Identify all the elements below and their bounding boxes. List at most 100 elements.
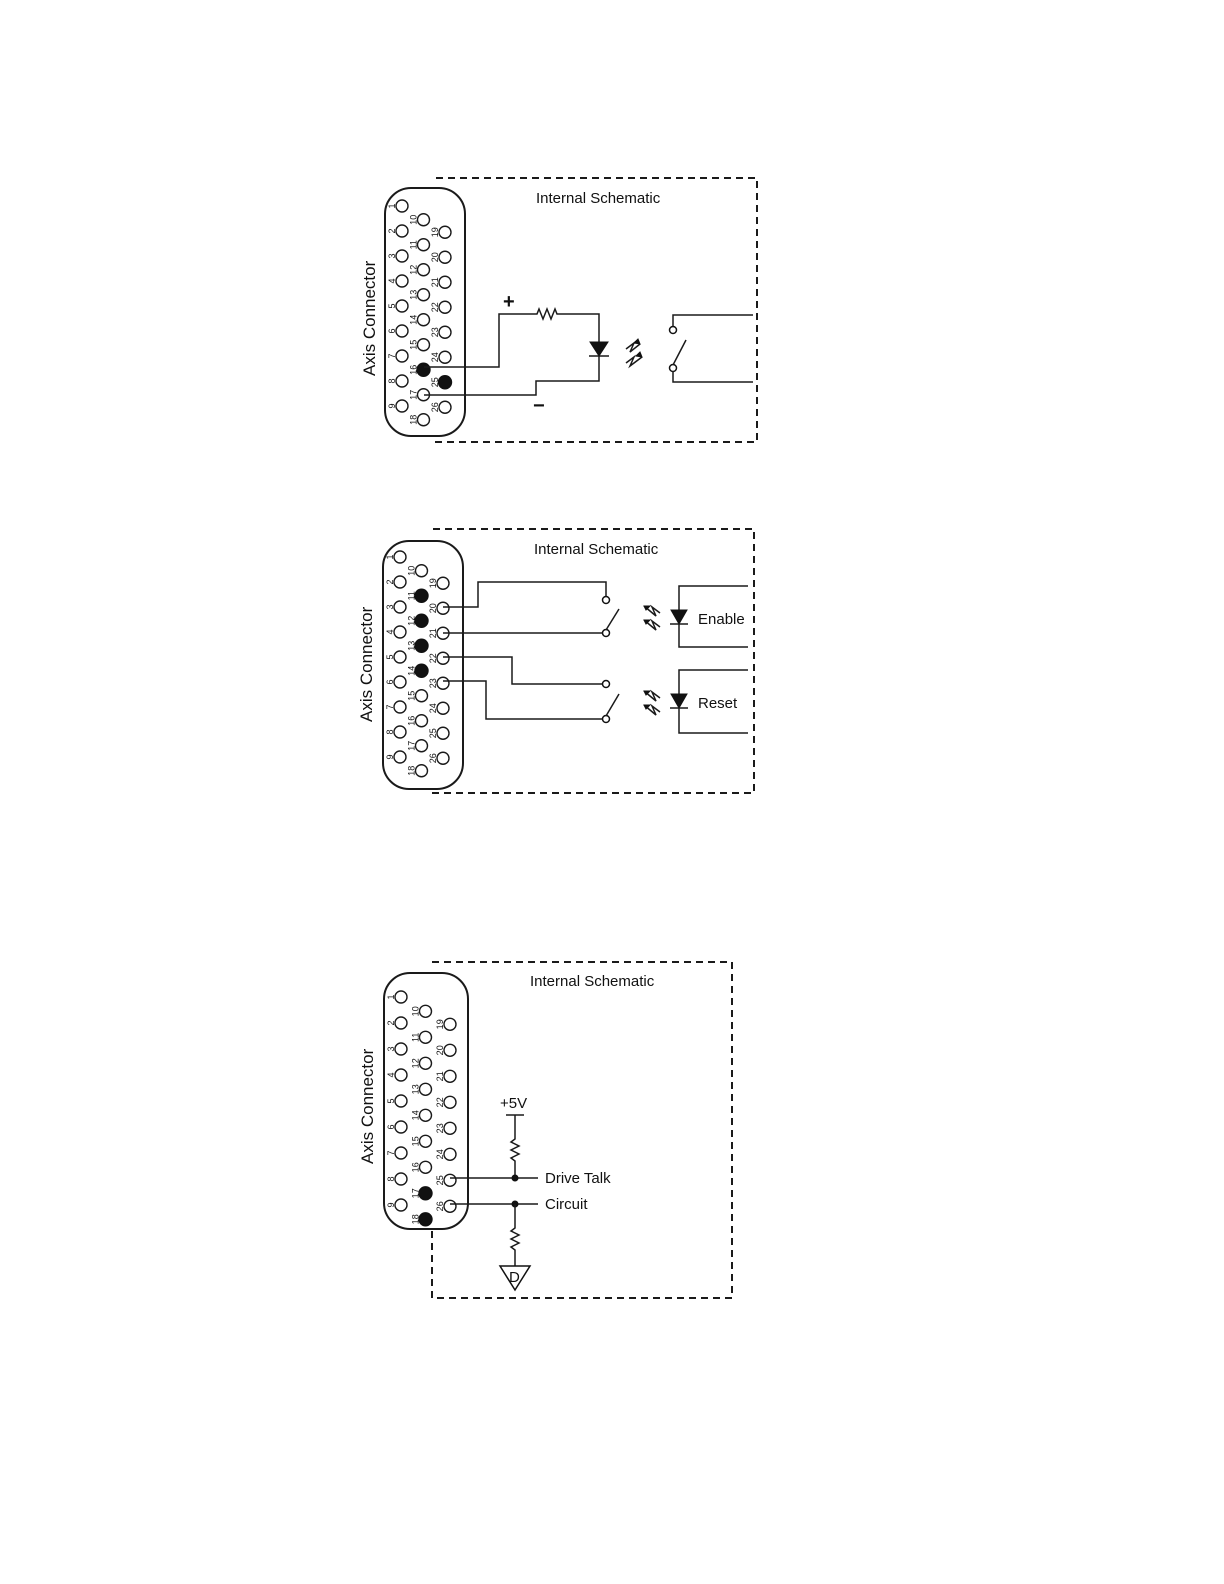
- connector-shell: [383, 972, 469, 1230]
- pin-number-10: 10: [407, 566, 417, 576]
- reset-label: Reset: [698, 695, 738, 712]
- connector-pin-16: [416, 362, 431, 377]
- pin-number-2: 2: [387, 228, 397, 233]
- connector-pin-24: [438, 350, 452, 364]
- pin-number-10: 10: [411, 1006, 421, 1016]
- light-arrows-icon: [643, 604, 661, 631]
- pin-number-12: 12: [407, 616, 417, 626]
- resistor-icon: [509, 1204, 521, 1266]
- connector-pin-20: [436, 601, 450, 615]
- pin-number-16: 16: [407, 716, 417, 726]
- connector-pin-17: [414, 739, 429, 753]
- connector-pin-3: [393, 600, 407, 614]
- diode-icon: [670, 585, 748, 648]
- pin-number-7: 7: [387, 353, 397, 358]
- pin-number-24: 24: [428, 703, 438, 713]
- connector-pin-23: [443, 1121, 457, 1136]
- connector-pin-11: [414, 588, 429, 603]
- pin-number-18: 18: [411, 1214, 421, 1224]
- connector-pin-8: [393, 725, 407, 739]
- light-arrows-icon: [625, 338, 643, 369]
- connector-pin-13: [418, 1082, 433, 1097]
- connector-pin-23: [436, 676, 450, 690]
- connector-pin-15: [418, 1134, 433, 1149]
- internal-boundary-frame: [431, 961, 733, 1299]
- axis-connector: 1234567891011121314151617181920212223242…: [360, 187, 466, 437]
- wire: [443, 581, 607, 608]
- connector-pin-1: [393, 550, 407, 564]
- connector-pin-2: [393, 575, 407, 589]
- pin-number-14: 14: [407, 666, 417, 676]
- pin-number-23: 23: [430, 327, 440, 337]
- pin-number-19: 19: [435, 1019, 445, 1029]
- plus-label: +: [503, 291, 515, 313]
- connector-pin-17: [418, 1186, 433, 1201]
- pin-number-12: 12: [409, 265, 419, 275]
- pin-number-6: 6: [386, 1124, 396, 1129]
- pin-number-3: 3: [386, 1046, 396, 1051]
- pin-number-6: 6: [387, 328, 397, 333]
- pin-number-16: 16: [409, 365, 419, 375]
- connector-pin-6: [394, 1120, 408, 1134]
- pin-number-23: 23: [435, 1123, 445, 1133]
- diagram-title: Internal Schematic: [534, 541, 659, 558]
- diode-icon: [670, 669, 748, 734]
- schematic-diagram-2: Internal Schematic 123456789101112131415…: [357, 528, 755, 794]
- pin-number-7: 7: [386, 1150, 396, 1155]
- connector-pin-18: [416, 413, 431, 427]
- connector-pin-10: [414, 564, 429, 578]
- pin-number-11: 11: [411, 1033, 421, 1042]
- pin-number-22: 22: [430, 302, 440, 312]
- pin-number-4: 4: [387, 278, 397, 283]
- pin-number-9: 9: [387, 403, 397, 408]
- connector-pin-24: [443, 1147, 457, 1162]
- connector-pin-4: [393, 625, 407, 639]
- axis-connector-label: Axis Connector: [358, 1048, 377, 1164]
- pin-number-24: 24: [430, 352, 440, 362]
- light-arrows-icon: [643, 689, 661, 716]
- connector-pin-14: [416, 313, 431, 327]
- connector-pin-12: [414, 613, 429, 628]
- resistor-icon: [509, 1115, 521, 1178]
- pin-number-4: 4: [385, 629, 395, 634]
- resistor-icon: [533, 306, 600, 342]
- connector-pin-7: [395, 349, 409, 363]
- connector-pin-18: [418, 1212, 433, 1227]
- connector-pin-25: [436, 726, 450, 740]
- connector-pin-20: [438, 250, 452, 264]
- connector-pin-22: [438, 300, 452, 314]
- switch-icon: [601, 595, 620, 638]
- pin-number-20: 20: [430, 252, 440, 262]
- connector-pin-10: [416, 213, 431, 227]
- connector-pin-25: [443, 1173, 457, 1188]
- connector-pin-26: [443, 1199, 457, 1214]
- schematic-diagram-3: Internal Schematic 123456789101112131415…: [358, 961, 733, 1299]
- pin-number-8: 8: [385, 729, 395, 734]
- drive-talk-circuit: +5V Drive Talk Circuit D: [450, 1095, 611, 1292]
- schematic-diagram-1: Internal Schematic 123456789101112131415…: [360, 177, 758, 443]
- connector-pin-9: [394, 1198, 408, 1212]
- axis-connector-label: Axis Connector: [357, 606, 376, 722]
- wire-plus: [424, 313, 533, 368]
- pin-number-16: 16: [411, 1162, 421, 1172]
- pin-number-2: 2: [385, 579, 395, 584]
- pin-number-11: 11: [407, 591, 417, 600]
- pin-number-12: 12: [411, 1058, 421, 1068]
- pin-number-2: 2: [386, 1020, 396, 1025]
- pin-number-6: 6: [385, 679, 395, 684]
- pin-number-7: 7: [385, 704, 395, 709]
- axis-connector: 1234567891011121314151617181920212223242…: [358, 972, 469, 1230]
- pin-number-25: 25: [435, 1175, 445, 1185]
- wire-minus: [424, 356, 600, 396]
- connector-pin-7: [394, 1146, 408, 1160]
- connector-pin-11: [416, 238, 431, 252]
- connector-pin-11: [418, 1030, 433, 1045]
- pin-number-13: 13: [411, 1084, 421, 1094]
- pin-number-13: 13: [407, 641, 417, 651]
- connector-pin-9: [395, 399, 409, 413]
- pin-number-26: 26: [428, 753, 438, 763]
- ground-label: D: [509, 1269, 520, 1286]
- connector-pin-5: [393, 650, 407, 664]
- connector-pin-19: [436, 576, 450, 590]
- axis-connector-label: Axis Connector: [360, 260, 379, 376]
